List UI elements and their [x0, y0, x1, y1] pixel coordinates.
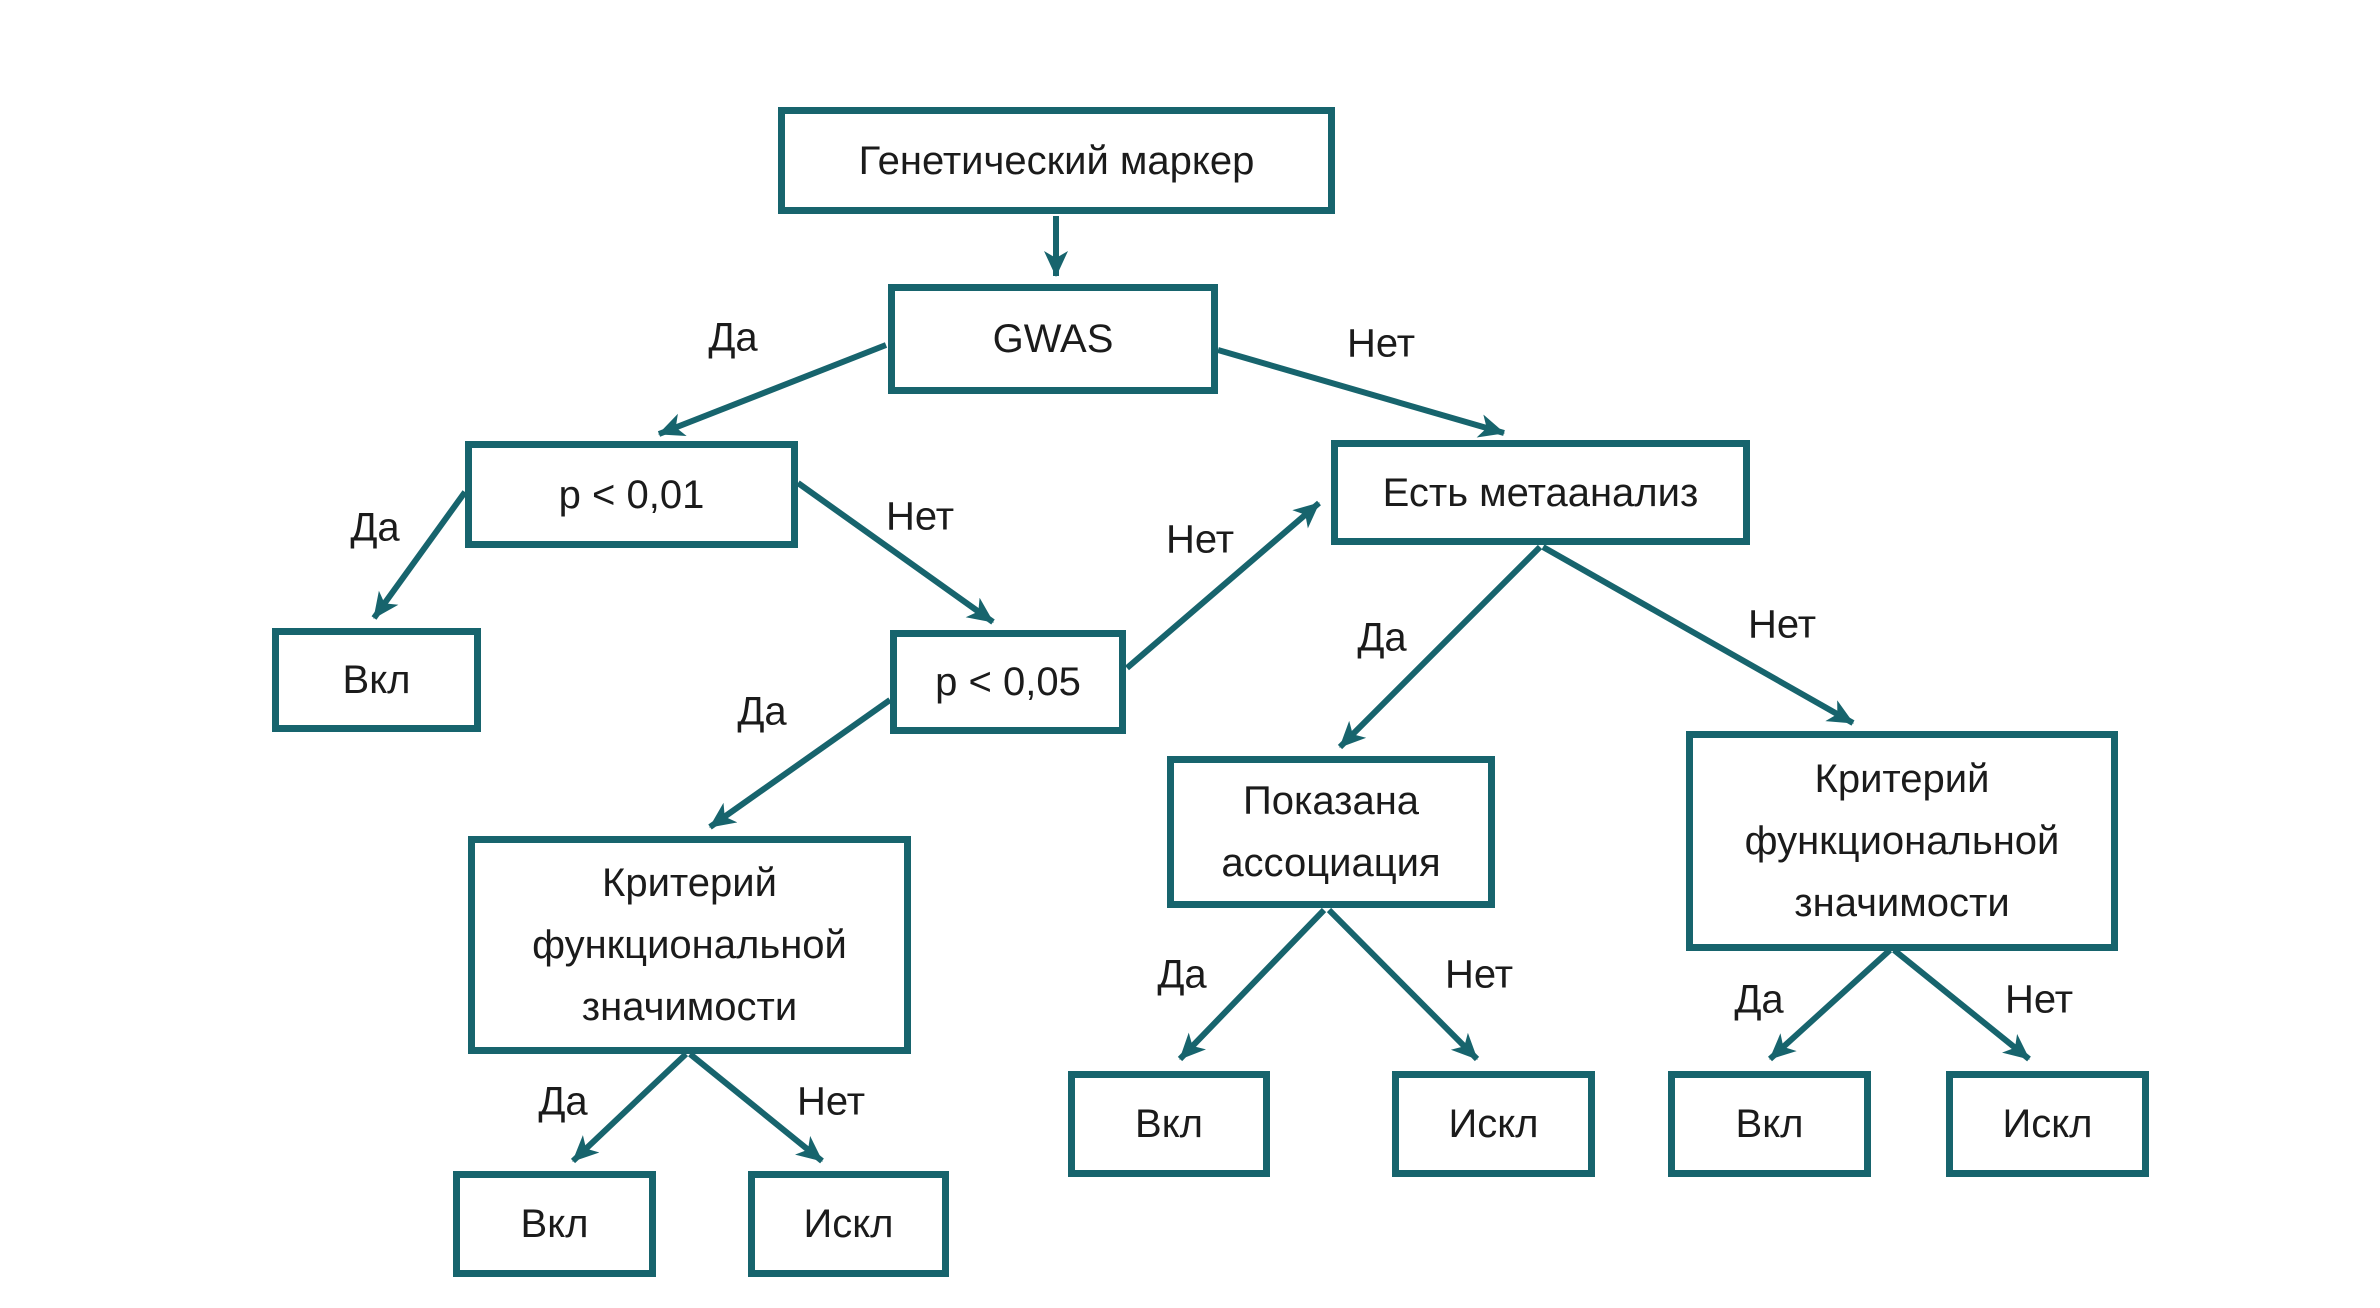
node-p-005: p < 0,05	[890, 630, 1126, 734]
node-exclude-assoc: Искл	[1392, 1071, 1595, 1177]
node-p-001: p < 0,01	[465, 441, 798, 548]
edge-label-assoc-no: Нет	[1444, 952, 1514, 997]
node-gwas: GWAS	[888, 284, 1218, 394]
arrow-crit-right-no-exclude	[1892, 947, 2031, 1062]
edge-label-assoc-yes: Да	[1157, 952, 1207, 997]
arrow-p001-no-p005	[796, 480, 995, 625]
arrow-meta-yes-assoc	[1337, 544, 1543, 750]
edge-label-gwas-yes: Да	[708, 315, 758, 360]
node-include-assoc: Вкл	[1068, 1071, 1270, 1177]
edge-label-crit-left-yes: Да	[538, 1079, 588, 1124]
arrow-assoc-no-exclude	[1326, 907, 1480, 1062]
node-association-shown: Показана ассоциация	[1167, 756, 1495, 908]
edge-label-meta-yes: Да	[1357, 615, 1407, 660]
arrow-p001-yes-include	[371, 490, 468, 620]
arrow-gwas-no-meta	[1217, 347, 1505, 438]
node-criterion-left: Критерий функциональной значимости	[468, 836, 911, 1054]
arrow-meta-no-crit-right	[1541, 544, 1855, 726]
arrow-crit-left-no-exclude	[688, 1051, 824, 1164]
arrow-crit-left-yes-include	[570, 1051, 689, 1164]
arrow-assoc-yes-include	[1177, 907, 1327, 1062]
edge-label-crit-left-no: Нет	[796, 1079, 866, 1124]
edge-label-p001-yes: Да	[350, 505, 400, 550]
arrow-p005-yes-crit-left	[708, 697, 892, 830]
edge-label-p001-no: Нет	[885, 494, 955, 539]
arrow-gwas-yes-p001	[657, 342, 888, 437]
edge-label-crit-right-yes: Да	[1734, 977, 1784, 1022]
edge-label-p005-no: Нет	[1165, 517, 1235, 562]
node-include-p001: Вкл	[272, 628, 481, 732]
node-include-crit-left: Вкл	[453, 1171, 656, 1277]
node-include-crit-right: Вкл	[1668, 1071, 1871, 1177]
edge-label-gwas-no: Нет	[1346, 321, 1416, 366]
node-exclude-crit-left: Искл	[748, 1171, 949, 1277]
node-genetic-marker: Генетический маркер	[778, 107, 1335, 214]
edge-label-p005-yes: Да	[737, 689, 787, 734]
node-criterion-right: Критерий функциональной значимости	[1686, 731, 2118, 951]
node-exclude-crit-right: Искл	[1946, 1071, 2149, 1177]
arrow-crit-right-yes-include	[1767, 947, 1893, 1062]
node-meta-analysis: Есть метаанализ	[1331, 440, 1750, 545]
arrow-p005-no-meta	[1125, 500, 1321, 671]
edge-label-crit-right-no: Нет	[2004, 977, 2074, 1022]
edge-label-meta-no: Нет	[1747, 602, 1817, 647]
